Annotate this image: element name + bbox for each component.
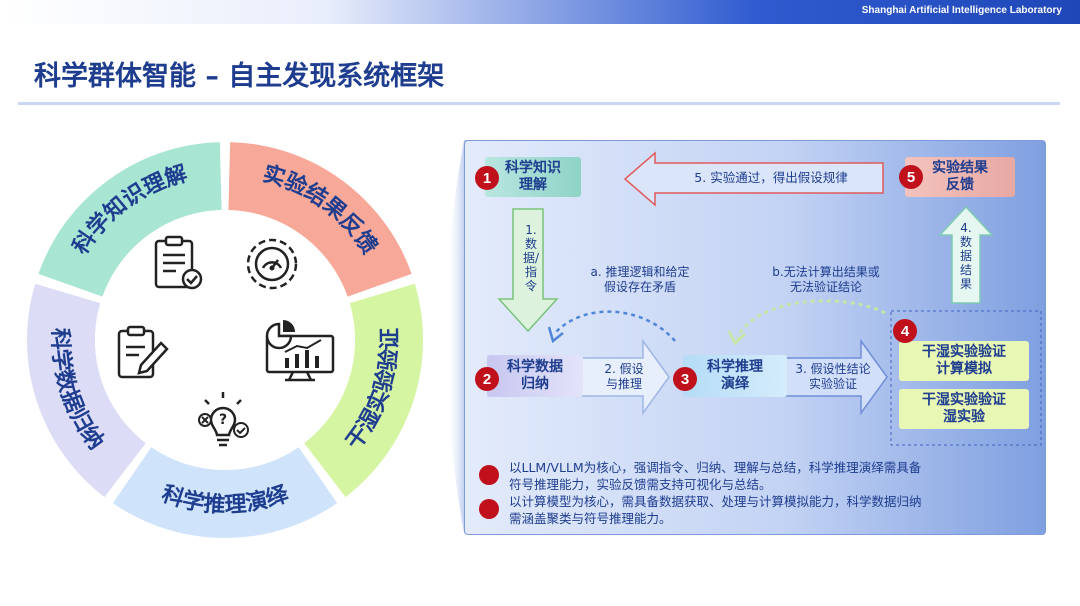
step-1-badge: 1 bbox=[475, 166, 499, 190]
clipboard-check-icon bbox=[154, 235, 203, 290]
feedback-b-label: b.无法计算出结果或 无法验证结论 bbox=[772, 265, 880, 294]
step-5-box: 实验结果 反馈 bbox=[905, 157, 1015, 197]
step-2-badge: 2 bbox=[475, 367, 499, 391]
arrow-4-label: 4. 数 据 结 果 bbox=[959, 221, 972, 291]
org-name: Shanghai Artificial Intelligence Laborat… bbox=[861, 5, 1062, 16]
process-panel: 科学知识 理解 1 实验结果 反馈 5 科学数据 归纳 2 科学推理 演绎 3 … bbox=[464, 140, 1046, 535]
arrow-step-3 bbox=[784, 338, 888, 416]
step-2-label: 科学数据 归纳 bbox=[507, 359, 563, 392]
arrow-step-2 bbox=[580, 338, 670, 416]
note-1-bullet bbox=[479, 465, 499, 485]
step-3-box: 科学推理 演绎 bbox=[683, 355, 787, 397]
wheel-segment-4 bbox=[26, 283, 146, 498]
wheel-graphic: 科学知识理解实验结果反馈干湿实验验证科学推理演绎科学数据归纳 bbox=[26, 142, 423, 538]
step-3-label: 科学推理 演绎 bbox=[707, 359, 763, 392]
step-4-wet-box: 干湿实验验证 湿实验 bbox=[899, 389, 1029, 429]
arrow-3-label: 3. 假设性结论 实验验证 bbox=[795, 362, 871, 391]
wheel-segment-2 bbox=[304, 283, 423, 498]
arrow-step-4 bbox=[938, 205, 994, 304]
edit-document-icon bbox=[117, 325, 169, 379]
wheel-segment-3 bbox=[112, 447, 338, 538]
step-5-label: 实验结果 反馈 bbox=[932, 160, 988, 193]
feedback-arrow-a bbox=[554, 310, 676, 342]
step-4-area bbox=[890, 310, 1042, 446]
wheel-center bbox=[95, 210, 355, 470]
step-5-badge: 5 bbox=[899, 165, 923, 189]
step-4-compute-box: 干湿实验验证 计算模拟 bbox=[899, 341, 1029, 381]
step-4-badge: 4 bbox=[893, 319, 917, 343]
gear-speed-icon bbox=[246, 238, 298, 290]
wheel-segment-1 bbox=[228, 142, 412, 297]
note-2: 以计算模型为核心，需具备数据获取、处理与计算模拟能力，科学数据归纳 需涵盖聚类与… bbox=[509, 494, 922, 526]
feedback-a-label: a. 推理逻辑和给定 假设存在矛盾 bbox=[590, 265, 690, 294]
arrow-step-1 bbox=[497, 208, 559, 333]
note-2-bullet bbox=[479, 499, 499, 519]
dashboard-monitor-icon bbox=[265, 320, 335, 382]
page-title: 科学群体智能 – 自主发现系统框架 bbox=[34, 61, 445, 92]
header-bar: Shanghai Artificial Intelligence Laborat… bbox=[0, 0, 1080, 24]
title-divider bbox=[18, 102, 1060, 105]
lightbulb-question-icon: ? bbox=[198, 392, 249, 447]
wheel-segment-0 bbox=[38, 142, 222, 297]
step-4-wet-label: 干湿实验验证 湿实验 bbox=[922, 392, 1006, 425]
step-1-label: 科学知识 理解 bbox=[505, 160, 561, 193]
arrow-2-label: 2. 假设 与推理 bbox=[604, 362, 644, 391]
framework-wheel: 科学知识理解实验结果反馈干湿实验验证科学推理演绎科学数据归纳 bbox=[25, 140, 425, 540]
step-4-compute-label: 干湿实验验证 计算模拟 bbox=[922, 344, 1006, 377]
svg-text:?: ? bbox=[219, 412, 227, 428]
step-3-badge: 3 bbox=[673, 367, 697, 391]
step-1-box: 科学知识 理解 bbox=[485, 157, 581, 197]
step-2-box: 科学数据 归纳 bbox=[487, 355, 583, 397]
process-arrows bbox=[497, 151, 1042, 446]
note-1: 以LLM/VLLM为核心，强调指令、归纳、理解与总结，科学推理演绎需具备 符号推… bbox=[509, 460, 922, 492]
arrow-step-5 bbox=[623, 151, 884, 207]
arrow-1-label: 1. 数 据/ 指 令 bbox=[522, 223, 540, 293]
arrow-5-label: 5. 实验通过，得出假设规律 bbox=[694, 170, 848, 185]
feedback-arrow-b bbox=[735, 299, 886, 338]
